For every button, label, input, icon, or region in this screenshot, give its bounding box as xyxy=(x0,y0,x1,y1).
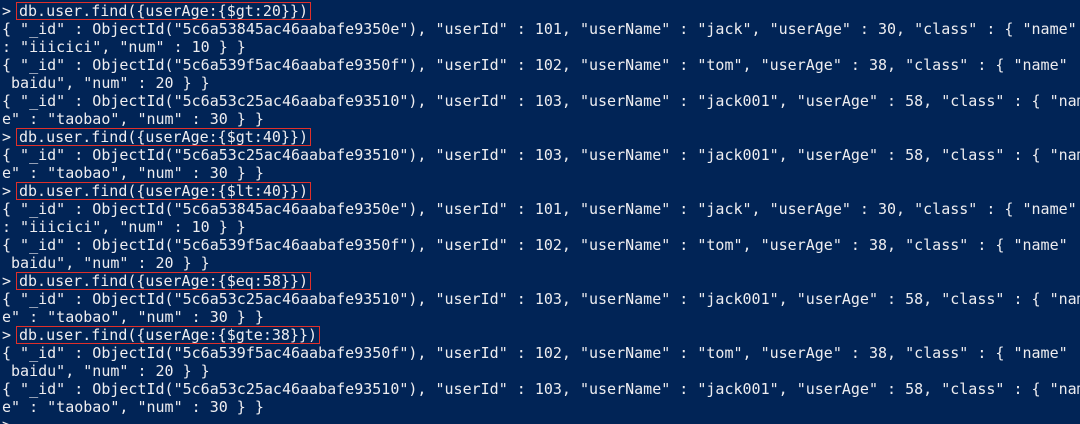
command-line: >db.user.find({userAge:{$eq:58}}) xyxy=(0,272,1080,290)
output-line: { "_id" : ObjectId("5c6a53c25ac46aabafe9… xyxy=(2,146,1080,164)
highlighted-command: db.user.find({userAge:{$eq:58}}) xyxy=(16,272,311,290)
output-line: { "_id" : ObjectId("5c6a53c25ac46aabafe9… xyxy=(2,380,1080,398)
output-line: { "_id" : ObjectId("5c6a53845ac46aabafe9… xyxy=(2,20,1077,38)
command-line: >db.user.find({userAge:{$gte:38}}) xyxy=(0,326,1080,344)
output-line: e" : "taobao", "num" : 30 } } xyxy=(2,398,264,416)
output-line: { "_id" : ObjectId("5c6a53845ac46aabafe9… xyxy=(2,200,1077,218)
output-line: baidu", "num" : 20 } } xyxy=(2,362,210,380)
prompt-chevron-icon: > xyxy=(2,326,12,344)
output-line: e" : "taobao", "num" : 30 } } xyxy=(2,110,264,128)
command-line: >db.user.find({userAge:{$gt:40}}) xyxy=(0,128,1080,146)
highlighted-command: db.user.find({userAge:{$gt:20}}) xyxy=(16,2,311,20)
prompt-chevron-icon: > xyxy=(2,2,12,20)
output-line: { "_id" : ObjectId("5c6a53c25ac46aabafe9… xyxy=(2,92,1080,110)
prompt-chevron-icon: > xyxy=(2,182,12,200)
prompt-chevron-icon: > xyxy=(2,272,12,290)
command-line: >db.user.find({userAge:{$lt:40}}) xyxy=(0,182,1080,200)
command-line: >db.user.find({userAge:{$gt:20}}) xyxy=(0,2,1080,20)
highlighted-command: db.user.find({userAge:{$gt:40}}) xyxy=(16,128,311,146)
output-line: : "iiicici", "num" : 10 } } xyxy=(2,38,246,56)
highlighted-command: db.user.find({userAge:{$lt:40}}) xyxy=(16,182,311,200)
highlighted-command: db.user.find({userAge:{$gte:38}}) xyxy=(16,326,321,344)
output-line: baidu", "num" : 20 } } xyxy=(2,254,210,272)
active-prompt-line[interactable]: > xyxy=(0,416,1080,424)
prompt-chevron-icon: > xyxy=(2,416,16,424)
output-line: e" : "taobao", "num" : 30 } } xyxy=(2,164,264,182)
output-line: { "_id" : ObjectId("5c6a53c25ac46aabafe9… xyxy=(2,290,1080,308)
output-line: e" : "taobao", "num" : 30 } } xyxy=(2,308,264,326)
output-line: : "iiicici", "num" : 10 } } xyxy=(2,218,246,236)
output-line: { "_id" : ObjectId("5c6a539f5ac46aabafe9… xyxy=(2,236,1080,254)
prompt-chevron-icon: > xyxy=(2,128,12,146)
output-line: { "_id" : ObjectId("5c6a539f5ac46aabafe9… xyxy=(2,344,1080,362)
output-line: baidu", "num" : 20 } } xyxy=(2,74,210,92)
output-line: { "_id" : ObjectId("5c6a539f5ac46aabafe9… xyxy=(2,56,1080,74)
